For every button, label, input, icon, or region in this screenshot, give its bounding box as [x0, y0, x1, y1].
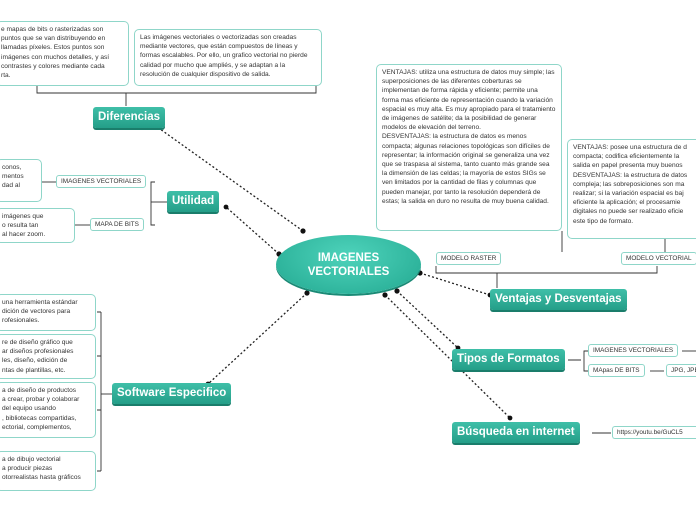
tag-tipos-mapas-bits[interactable]: MApas DE BITS	[588, 364, 645, 377]
link-central-ventajas	[419, 272, 491, 296]
link-central-utilidad	[225, 206, 280, 255]
topic-busqueda[interactable]: Búsqueda en internet	[452, 422, 580, 443]
tag-modelo-vectorial[interactable]: MODELO VECTORIAL	[621, 252, 696, 265]
topic-utilidad[interactable]: Utilidad	[167, 191, 220, 212]
tag-modelo-raster[interactable]: MODELO RASTER	[436, 252, 502, 265]
link-central-tipos	[396, 290, 459, 349]
tag-bitmap-formats: JPG, JPE	[666, 364, 696, 377]
software-item: a de diseño de productos a crear, probar…	[0, 382, 96, 438]
video-link[interactable]: https://youtu.be/GuCL5	[612, 426, 696, 439]
tag-mapa-de-bits[interactable]: MAPA DE BITS	[90, 218, 144, 231]
bitmap-description: e mapas de bits o rasterizadas son punto…	[0, 21, 129, 86]
utilidad-bitmap-note: imágenes que o resulta tan al hacer zoom…	[0, 208, 75, 243]
software-item: una herramienta estándar dición de vecto…	[0, 294, 96, 331]
topic-tipos-formatos[interactable]: Tipos de Formatos	[452, 349, 565, 370]
raster-pros-cons: VENTAJAS: utiliza una estructura de dato…	[376, 64, 562, 231]
topic-software[interactable]: Software Especifico	[112, 383, 232, 404]
vector-pros-cons: VENTAJAS: posee una estructura de d comp…	[567, 139, 696, 239]
central-topic[interactable]: IMAGENES VECTORIALES	[276, 235, 421, 294]
link-central-software	[207, 292, 308, 385]
utilidad-vector-note: conos, mentos dad al	[0, 159, 42, 202]
software-item: a de dibujo vectorial a producir piezas …	[0, 451, 96, 491]
vector-description: Las imágenes vectoriales o vectorizadas …	[134, 29, 322, 86]
software-item: re de diseño gráfico que ar diseños prof…	[0, 334, 96, 379]
tag-tipos-vectoriales[interactable]: IMAGENES VECTORIALES	[588, 344, 679, 357]
tag-imagenes-vectoriales[interactable]: IMAGENES VECTORIALES	[56, 175, 147, 188]
link-central-diferencias	[152, 123, 304, 232]
topic-diferencias[interactable]: Diferencias	[93, 107, 166, 128]
topic-ventajas[interactable]: Ventajas y Desventajas	[490, 289, 627, 310]
